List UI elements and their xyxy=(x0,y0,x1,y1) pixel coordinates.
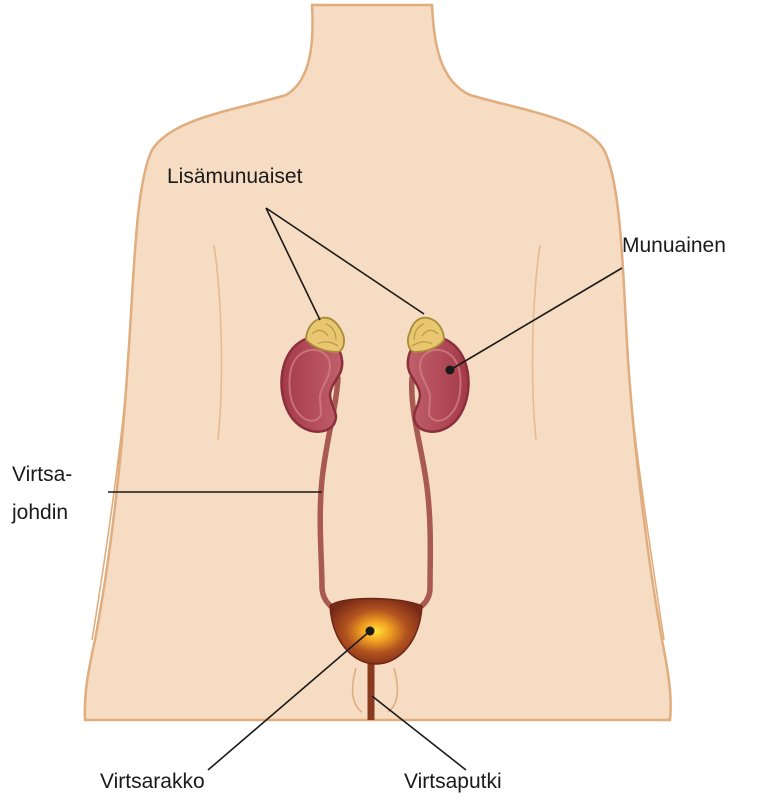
bladder-label: Virtsarakko xyxy=(100,770,205,794)
urethra-label: Virtsaputki xyxy=(404,770,502,794)
kidney-label: Munuainen xyxy=(622,234,726,258)
kidney-pointer-dot xyxy=(446,366,455,375)
ureter-label-line1: Virtsa- xyxy=(12,463,72,487)
adrenal-glands-label: Lisämunuaiset xyxy=(167,165,302,189)
ureter-label-line2: johdin xyxy=(12,501,68,525)
bladder-pointer-dot xyxy=(366,627,375,636)
